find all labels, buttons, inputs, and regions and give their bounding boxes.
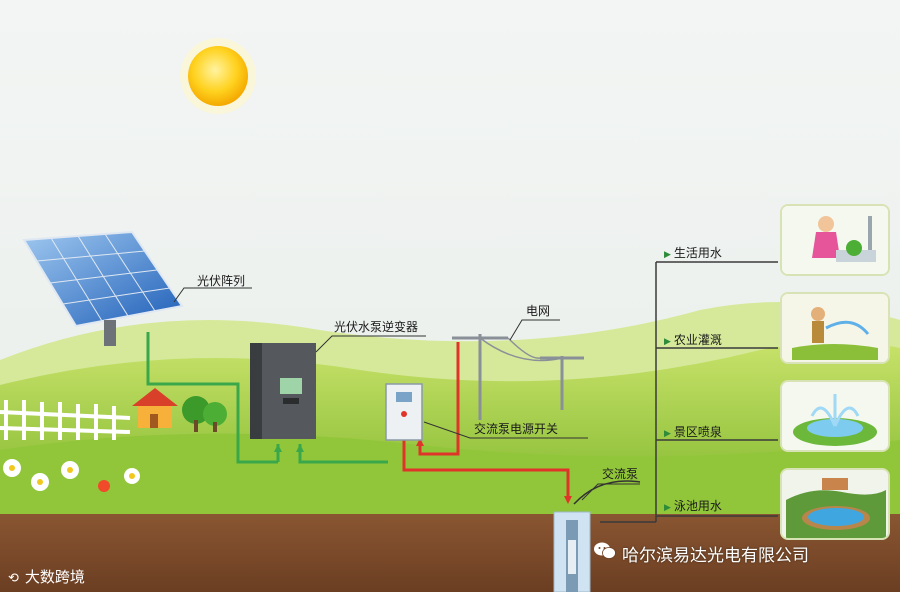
inverter-box (250, 343, 316, 439)
use-item-fountain: ▶景区喷泉 (664, 425, 722, 441)
use-item-domestic: ▶生活用水 (664, 246, 722, 262)
bullet-triangle-icon: ▶ (664, 429, 671, 439)
use-item-pool: ▶泳池用水 (664, 499, 722, 515)
ac-pump-label: 交流泵 (602, 467, 638, 481)
switch-box (386, 384, 422, 440)
logo-mark-icon: ⟲ (8, 571, 19, 586)
domestic-water-image (780, 204, 890, 276)
bullet-triangle-icon: ▶ (664, 250, 671, 260)
wechat-icon (594, 541, 616, 560)
watermark: ⟲大数跨境 (8, 566, 85, 587)
well-pipe (554, 512, 590, 592)
pv-array-label: 光伏阵列 (197, 274, 245, 288)
irrigation-image (780, 292, 890, 364)
fountain-image (780, 380, 890, 452)
power-switch-label: 交流泵电源开关 (474, 422, 558, 436)
company-name: 哈尔滨易达光电有限公司 (622, 541, 809, 566)
bullet-triangle-icon: ▶ (664, 337, 671, 347)
pool-image (780, 468, 890, 540)
inverter-label: 光伏水泵逆变器 (334, 320, 418, 334)
use-item-irrigation: ▶农业灌溉 (664, 333, 722, 349)
bullet-triangle-icon: ▶ (664, 503, 671, 513)
grid-label: 电网 (526, 304, 550, 318)
sun (180, 38, 256, 114)
